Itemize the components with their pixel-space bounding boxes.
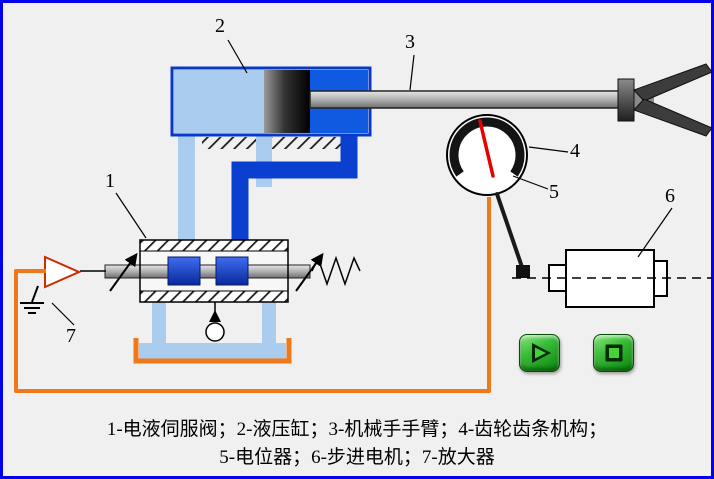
label-gear-rack: 4 [570,140,580,162]
label-pointer-lines [51,39,673,326]
manipulator-arm-rod [309,90,626,109]
stop-button[interactable] [593,334,634,372]
pointer-line-1 [115,192,147,239]
check-valve-symbol [205,302,225,342]
caption: 1-电液伺服阀；2-液压缸；3-机械手手臂；4-齿轮齿条机构； 5-电位器；6-… [0,416,714,472]
pointer-line-2 [227,39,248,74]
pointer-line-6 [637,207,673,258]
caption-line-2: 5-电位器；6-步进电机；7-放大器 [219,447,495,468]
label-potentiometer: 5 [549,181,559,203]
tank-fluid [139,343,286,359]
label-amplifier: 7 [66,325,76,347]
pipe-light-middle [256,135,272,187]
valve-spool-rod [104,264,311,279]
check-valve-arrow [209,310,221,322]
actuator-arrow-right [295,252,324,292]
label-manipulator-arm: 3 [405,31,415,53]
amplifier [20,255,106,314]
feedback-wire [14,197,491,393]
pointer-line-7 [51,302,75,326]
valve-wall-bottom [139,290,289,303]
gripper [617,63,713,137]
valve-spring [311,255,361,287]
label-servo-valve: 1 [105,170,115,192]
gripper-jaw-upper [633,63,713,102]
valve-spool-land-left [167,256,201,286]
cylinder-piston [264,70,310,133]
stop-icon [605,344,622,362]
gear-arc [449,117,525,177]
caption-line-1: 1-电液伺服阀；2-液压缸；3-机械手手臂；4-齿轮齿条机构； [106,419,608,440]
pointer-line-3 [409,54,415,91]
fixed-support-hatch [202,137,343,149]
label-hydraulic-cylinder: 2 [215,15,225,37]
pointer-line-4 [528,146,569,153]
amplifier-triangle [44,255,82,289]
motor-coupling [516,265,530,278]
play-button[interactable] [519,334,560,372]
check-valve-circle [205,322,225,342]
actuator-arrow-left [109,252,138,292]
tank-outline [133,338,292,364]
valve-spool-land-right [215,256,249,286]
gear-potentiometer [446,114,528,196]
gripper-base [617,78,635,122]
servo-valve [104,239,311,303]
pipe-pressure-dark [231,135,358,242]
potentiometer-needle [478,119,495,178]
label-stepper-motor: 6 [665,185,675,207]
pointer-line-5 [512,175,549,190]
valve-wall-top [139,239,289,252]
pipe-light-left [178,135,195,243]
valve-outline [139,239,289,303]
drain-pipe-left [152,302,166,346]
hydraulic-cylinder [170,66,372,137]
gear-motor-link [495,192,525,272]
drain-pipe-right [262,302,276,346]
cylinder-left-chamber [174,70,264,133]
stepper-motor [512,249,712,308]
play-icon [531,343,551,363]
gripper-jaw-lower [633,98,713,137]
ground-symbol [20,285,44,314]
